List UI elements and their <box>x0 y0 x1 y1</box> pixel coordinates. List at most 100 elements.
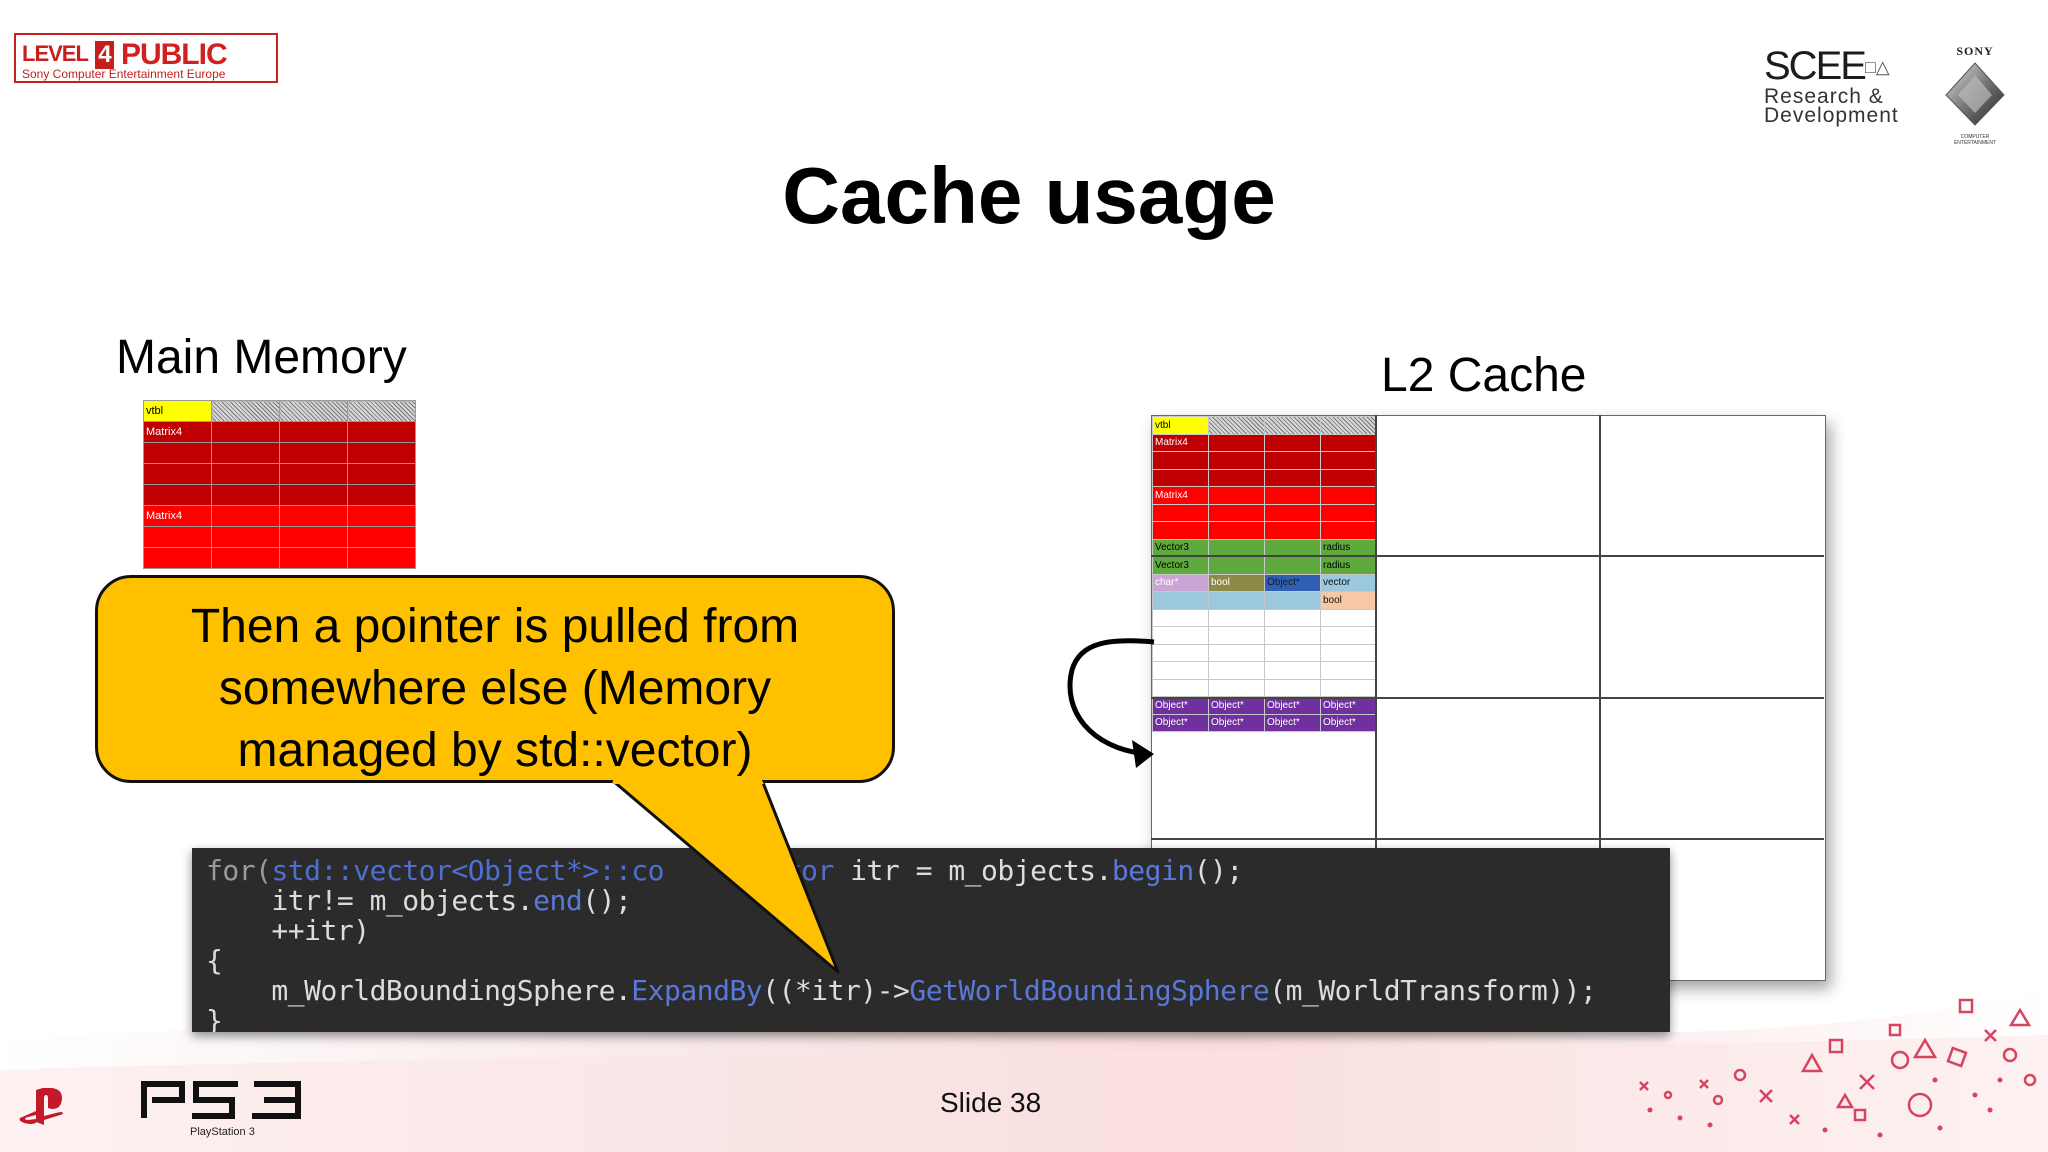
code-token: GetWorldBoundingSphere <box>909 974 1270 1007</box>
mm-cell <box>211 421 280 443</box>
mm-cell <box>347 421 416 443</box>
l2-cell <box>1320 433 1377 452</box>
code-line-5: m_WorldBoundingSphere.ExpandBy((*itr)->G… <box>206 974 1596 1007</box>
l2-cell <box>1208 416 1265 435</box>
mm-cell <box>347 484 416 506</box>
l2-row <box>1152 503 1377 522</box>
level4-subtitle: Sony Computer Entertainment Europe <box>22 67 226 81</box>
l2-cell <box>1320 468 1377 487</box>
mm-cell <box>279 421 348 443</box>
l2-cell <box>1152 503 1209 522</box>
l2-cell <box>1320 521 1377 540</box>
level4-public-logo: LEVEL 4 PUBLIC Sony Computer Entertainme… <box>14 33 278 83</box>
l2-cell <box>1264 468 1321 487</box>
l2-cell <box>1208 521 1265 540</box>
l2-cell <box>1152 661 1209 680</box>
ps3-logo-icon <box>141 1081 301 1119</box>
l2-row <box>1152 678 1377 697</box>
code-line-4: { <box>206 944 223 977</box>
scee-text: SCEE <box>1764 44 1867 88</box>
code-token: m_WorldBoundingSphere. <box>206 974 632 1007</box>
slide-number: Slide 38 <box>940 1087 1042 1118</box>
l2-cell: Object* <box>1208 696 1265 715</box>
callout-line: managed by std::vector) <box>237 724 753 777</box>
slide-title: Cache usage <box>782 151 1276 240</box>
mm-cell <box>347 547 416 569</box>
mm-cell <box>211 547 280 569</box>
l2-cell <box>1152 678 1209 697</box>
l2-cell <box>1208 643 1265 662</box>
l2-cell <box>1152 591 1209 610</box>
l2-cell <box>1208 678 1265 697</box>
l2-cell <box>1152 521 1209 540</box>
sony-diamond-icon <box>1945 62 2005 126</box>
l2-cell: Matrix4 <box>1152 433 1209 452</box>
mm-cell <box>143 526 212 548</box>
scee-wordmark: SCEE□△ <box>1764 46 1924 87</box>
code-token: begin <box>1111 854 1194 887</box>
mm-cell <box>211 505 280 527</box>
l2-cell <box>1208 433 1265 452</box>
main-memory-grid: vtbl Matrix4 Matrix4 <box>143 400 416 569</box>
l2-cell <box>1320 626 1377 645</box>
mm-cell <box>347 526 416 548</box>
public-text: PUBLIC <box>120 38 228 71</box>
l2-cell <box>1264 643 1321 662</box>
l2-row <box>1152 608 1377 627</box>
l2-row <box>1152 521 1377 540</box>
scee-sub2: Development <box>1764 104 1899 127</box>
l2-row: Object*Object*Object*Object* <box>1152 713 1377 732</box>
l2-line-divider <box>1151 697 1824 699</box>
sony-logo: SONY COMPUTER ENTERTAINMENT <box>1942 44 2008 146</box>
mm-cell-matrix4: Matrix4 <box>143 421 212 443</box>
l2-row: Vector3 radius <box>1152 556 1377 575</box>
mm-cell <box>211 526 280 548</box>
l2-cell <box>1320 451 1377 470</box>
level-text: LEVEL <box>22 41 89 66</box>
code-token: (m_WorldTransform)); <box>1269 974 1597 1007</box>
code-token: ((*itr)-> <box>762 974 910 1007</box>
l2-cell: vector <box>1320 573 1377 592</box>
mm-cell <box>211 484 280 506</box>
l2-cell <box>1320 416 1377 435</box>
l2-cell <box>1208 468 1265 487</box>
l2-row <box>1152 661 1377 680</box>
l2-cell: Object* <box>1264 713 1321 732</box>
code-token: (); <box>582 884 632 917</box>
l2-cell: Object* <box>1152 713 1209 732</box>
code-token: std::vector<Object*>::co <box>271 854 665 887</box>
l2-cell <box>1264 678 1321 697</box>
pointer-arrow <box>1067 638 1155 768</box>
scee-sub1: Research & <box>1764 85 1884 108</box>
l2-cell <box>1264 626 1321 645</box>
ps-symbols-icon: □△ <box>1864 57 1890 77</box>
l2-row <box>1152 643 1377 662</box>
l2-cell <box>1264 608 1321 627</box>
l2-row: Object*Object*Object*Object* <box>1152 696 1377 715</box>
code-snippet: for(std::vector<Object*>::corator itr = … <box>192 848 1670 1032</box>
mm-cell <box>143 484 212 506</box>
code-token: itr = m_objects. <box>833 854 1112 887</box>
mm-cell <box>279 505 348 527</box>
l2-cell <box>1264 433 1321 452</box>
l2-cache-dividers <box>1151 415 1824 979</box>
mm-cell <box>347 505 416 527</box>
l2-cell <box>1320 661 1377 680</box>
code-token: ExpandBy <box>631 974 763 1007</box>
ps3-subtitle: PlayStation 3 <box>190 1126 255 1138</box>
l2-cell <box>1152 643 1209 662</box>
l2-cell: radius <box>1320 556 1377 575</box>
l2-cell: Vector3 <box>1152 556 1209 575</box>
code-token: end <box>533 884 583 917</box>
code-token: itr!= m_objects. <box>206 884 534 917</box>
code-line-2: itr!= m_objects.end(); <box>206 884 631 917</box>
l2-cell <box>1208 556 1265 575</box>
playstation-logo-icon <box>19 1088 63 1125</box>
l2-cell <box>1320 486 1377 505</box>
l2-cell <box>1264 591 1321 610</box>
l2-line-divider <box>1151 838 1824 840</box>
l2-cell <box>1152 626 1209 645</box>
level-number: 4 <box>95 41 114 69</box>
l2-row <box>1152 626 1377 645</box>
